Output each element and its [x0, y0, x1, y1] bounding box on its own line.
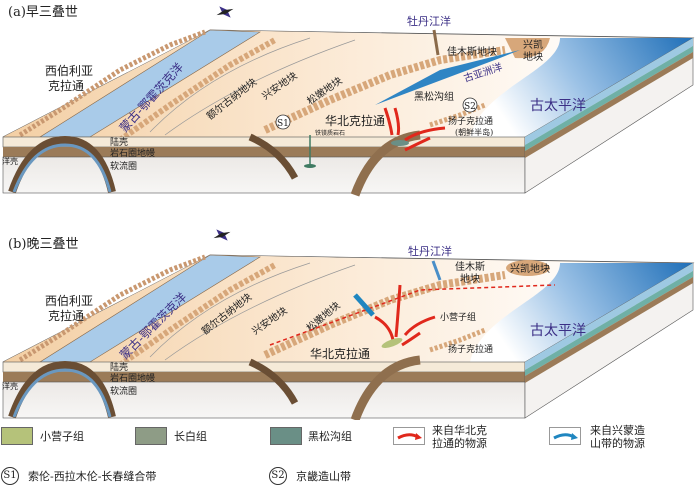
label-jiamusi-2: 地块 [460, 272, 480, 285]
legend-label-heisonggou: 黑松沟组 [308, 430, 352, 443]
diagram: (a)早三叠世 西伯利亚 克拉通 蒙古-鄂霍茨克洋 额尔古纳地块 兴安地块 松嫩… [0, 5, 700, 420]
label-astheno: 软流圈 [110, 160, 137, 172]
block-diagram-b [3, 255, 693, 420]
svg-text:S2: S2 [464, 102, 476, 112]
label-oceanic: 洋壳 [2, 381, 18, 391]
legend-label-red-1: 来自华北克 [432, 424, 487, 437]
legend-s2-label: 京畿造山带 [296, 470, 351, 483]
s1-marker: S1 [275, 114, 291, 130]
label-yangtze: 扬子克拉通 [448, 343, 493, 355]
label-mafic: 铁镁质岩石 [315, 129, 345, 137]
block-diagram-a [3, 30, 693, 195]
legend-swatch-changbai [135, 427, 167, 445]
legend-label-changbai: 长白组 [174, 430, 207, 443]
label-crust: 陆壳 [110, 361, 128, 373]
label-astheno: 软流圈 [110, 385, 137, 397]
label-siberia-2: 克拉通 [48, 78, 84, 93]
label-jiamusi-1: 佳木斯 [455, 260, 485, 273]
label-jiamusi: 佳木斯地块 [447, 45, 497, 58]
label-siberia-1: 西伯利亚 [45, 63, 93, 78]
label-siberia-1: 西伯利亚 [45, 293, 93, 308]
legend-arrow-blue [549, 427, 581, 445]
legend: 小营子组 长白组 黑松沟组 来自华北克 拉通的物源 来自兴蒙造 山带的物源 S1… [0, 420, 700, 497]
legend-label-blue-1: 来自兴蒙造 [590, 424, 645, 437]
legend-label-xiaoyingzi: 小营子组 [40, 430, 84, 443]
xiaoyingzi-deposit [381, 338, 403, 348]
legend-s1-label: 索伦-西拉木伦-长春缝合带 [28, 470, 157, 483]
s2-marker: S2 [462, 97, 478, 113]
legend-arrow-red [393, 427, 425, 445]
heisonggou-deposit [391, 140, 409, 146]
label-mudanjiang: 牡丹江洋 [407, 14, 451, 28]
panel-a-title: (a)早三叠世 [8, 5, 78, 20]
provenance-arrows-north-china [383, 107, 446, 152]
provenance-arrow-xingmeng [353, 293, 375, 317]
label-heisonggou: 黑松沟组 [414, 90, 454, 103]
label-xiaoyingzi: 小营子组 [440, 311, 476, 323]
legend-swatch-heisonggou [270, 427, 302, 445]
panel-b: (b)晚三叠世 西伯利亚 克拉通 蒙古-鄂霍茨克洋 额尔古纳地块 兴安地块 松嫩… [2, 229, 693, 420]
label-siberia-2: 克拉通 [48, 308, 84, 323]
label-oceanic: 洋壳 [2, 156, 18, 166]
label-litho: 岩石圈地幔 [110, 372, 155, 384]
label-xingkai: 兴凯地块 [510, 262, 550, 275]
legend-label-red-2: 拉通的物源 [432, 437, 487, 450]
panel-a: (a)早三叠世 西伯利亚 克拉通 蒙古-鄂霍茨克洋 额尔古纳地块 兴安地块 松嫩… [2, 5, 693, 195]
label-mudanjiang: 牡丹江洋 [408, 244, 452, 258]
label-paleo-pacific: 古太平洋 [530, 98, 586, 114]
label-crust: 陆壳 [110, 136, 128, 148]
compass-icon [216, 6, 234, 18]
panel-b-title: (b)晚三叠世 [8, 237, 78, 252]
compass-icon [213, 229, 231, 241]
label-korea: (朝鲜半岛) [455, 127, 493, 137]
legend-s2-symbol: S2 [269, 467, 287, 485]
svg-text:S1: S1 [277, 119, 289, 129]
legend-swatch-xiaoyingzi [1, 427, 33, 445]
label-litho: 岩石圈地幔 [110, 147, 155, 159]
label-north-china: 华北克拉通 [325, 113, 385, 128]
legend-s1-symbol: S1 [1, 467, 19, 485]
label-yangtze: 扬子克拉通 [448, 115, 493, 127]
provenance-arrows-north-china [374, 284, 436, 347]
label-paleo-pacific: 古太平洋 [530, 323, 586, 339]
label-north-china: 华北克拉通 [310, 346, 370, 361]
legend-label-blue-2: 山带的物源 [590, 437, 645, 450]
label-xingkai-1: 兴凯 [523, 38, 543, 51]
label-xingkai-2: 地块 [523, 50, 543, 63]
